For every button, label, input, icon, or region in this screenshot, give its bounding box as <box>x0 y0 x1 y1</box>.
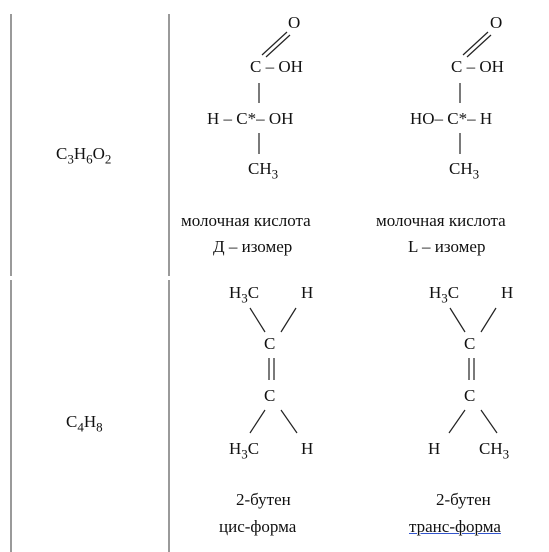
hydrogen-atom: H <box>428 439 441 458</box>
compound-name: молочная кислота <box>376 211 506 230</box>
carbon-atom: C <box>264 386 276 405</box>
table-column-divider <box>168 14 170 276</box>
single-bond <box>280 307 297 333</box>
chiral-center: HO– C*– H <box>410 109 493 128</box>
carbon-atom: C <box>464 386 476 405</box>
table-border-left <box>10 14 12 276</box>
compound-name: 2-бутен <box>236 490 291 509</box>
compound-name: 2-бутен <box>436 490 491 509</box>
carboxyl-group: C – OH <box>451 57 504 76</box>
carbon-atom: C <box>464 334 476 353</box>
molecular-formula: C3H6O2 <box>56 144 112 167</box>
compound-name: молочная кислота <box>181 211 311 230</box>
hydrogen-atom: H <box>301 439 314 458</box>
table-border-left-lower <box>10 280 12 552</box>
methyl-group: CH3 <box>248 159 279 182</box>
hydrogen-atom: H <box>501 283 514 302</box>
chiral-center: H – C*– OH <box>207 109 294 128</box>
form-label: цис-форма <box>219 517 297 536</box>
isomer-label: Д – изомер <box>213 237 293 256</box>
single-bond <box>448 409 466 434</box>
methyl-group: CH3 <box>479 439 510 462</box>
table-column-divider-lower <box>168 280 170 552</box>
methyl-group: H3C <box>229 439 260 462</box>
carboxyl-group: C – OH <box>250 57 303 76</box>
carbon-atom: C <box>264 334 276 353</box>
single-bond <box>280 409 298 434</box>
double-bond <box>462 31 489 56</box>
hydrogen-atom: H <box>301 283 314 302</box>
single-bond <box>249 409 266 434</box>
oxygen-atom: O <box>490 13 503 32</box>
double-bond <box>466 34 492 58</box>
methyl-group: H3C <box>229 283 260 306</box>
single-bond <box>480 409 498 434</box>
methyl-group: CH3 <box>449 159 480 182</box>
form-label: транс-форма <box>409 517 501 536</box>
double-bond <box>265 34 291 58</box>
isomer-label: L – изомер <box>408 237 486 256</box>
methyl-group: H3C <box>429 283 460 306</box>
single-bond <box>249 307 266 333</box>
oxygen-atom: O <box>288 13 301 32</box>
single-bond <box>449 307 466 333</box>
double-bond <box>261 31 288 56</box>
molecular-formula: C4H8 <box>66 412 103 435</box>
single-bond <box>480 307 497 333</box>
